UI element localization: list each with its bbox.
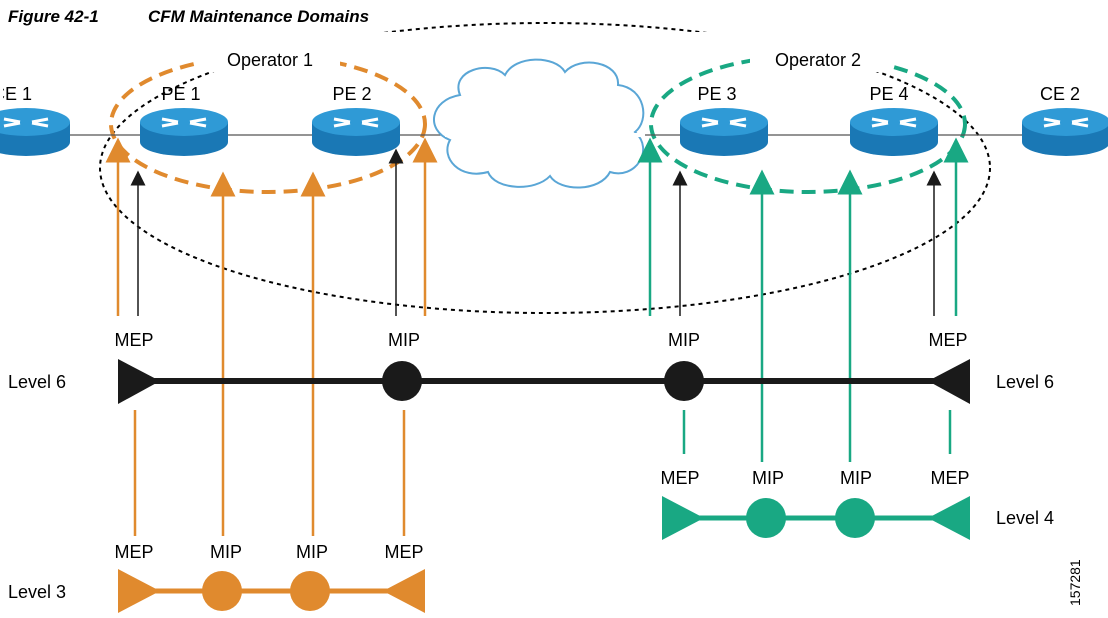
router-pe3 <box>680 108 768 156</box>
level3-mep-left <box>118 569 160 613</box>
router-pe2-arrows-icon <box>333 117 379 128</box>
router-pe4-top <box>850 108 938 136</box>
level4-mep-left <box>662 496 704 540</box>
cloud-link-mask <box>445 133 645 137</box>
level3-mep-right <box>383 569 425 613</box>
top-clip <box>0 32 1108 58</box>
level4-point-label-2: MIP <box>752 468 784 488</box>
level6-point-label-4: MEP <box>928 330 967 350</box>
service-provider-cloud <box>433 58 645 189</box>
device-label-ce2: CE 2 <box>1040 84 1080 104</box>
figure-id-code: 157281 <box>1067 559 1083 606</box>
level6-mep-right <box>928 359 970 404</box>
level3-point-label-1: MEP <box>114 542 153 562</box>
level3-point-label-2: MIP <box>210 542 242 562</box>
router-pe3-top <box>680 108 768 136</box>
level6-point-label-3: MIP <box>668 330 700 350</box>
level6-label-right: Level 6 <box>996 372 1054 392</box>
level4-label: Level 4 <box>996 508 1054 528</box>
router-pe1-top <box>140 108 228 136</box>
device-label-pe1: PE 1 <box>161 84 200 104</box>
router-ce2-top <box>1022 108 1108 136</box>
device-label-pe4: PE 4 <box>869 84 908 104</box>
level4-point-label-1: MEP <box>660 468 699 488</box>
router-pe1-arrows-icon <box>161 117 207 128</box>
level3-mip-2 <box>290 571 330 611</box>
level4-mep-right <box>928 496 970 540</box>
level6-mep-left <box>118 359 160 404</box>
router-pe4-arrows-icon <box>871 117 917 128</box>
level3-label: Level 3 <box>8 582 66 602</box>
router-pe2 <box>312 108 400 156</box>
left-edge-clip <box>0 80 3 110</box>
level6-mip-2 <box>664 361 704 401</box>
device-label-pe2: PE 2 <box>332 84 371 104</box>
level4-point-label-3: MIP <box>840 468 872 488</box>
level6-point-label-1: MEP <box>114 330 153 350</box>
router-pe3-arrows-icon <box>701 117 747 128</box>
device-label-ce1: CE 1 <box>0 84 32 104</box>
router-pe4 <box>850 108 938 156</box>
level3-point-label-3: MIP <box>296 542 328 562</box>
level4-point-label-4: MEP <box>930 468 969 488</box>
level4-mip-1 <box>746 498 786 538</box>
level4-mip-2 <box>835 498 875 538</box>
customer-maintenance-domain <box>99 22 991 314</box>
level3-mip-1 <box>202 571 242 611</box>
operator-1-label: Operator 1 <box>227 50 313 70</box>
level6-label-left: Level 6 <box>8 372 66 392</box>
router-pe2-top <box>312 108 400 136</box>
figure-caption: CFM Maintenance Domains <box>148 7 369 26</box>
router-ce2-arrows-icon <box>1043 117 1089 128</box>
level6-mip-1 <box>382 361 422 401</box>
level6-point-label-2: MIP <box>388 330 420 350</box>
level3-point-label-4: MEP <box>384 542 423 562</box>
device-label-pe3: PE 3 <box>697 84 736 104</box>
operator-2-label: Operator 2 <box>775 50 861 70</box>
router-ce1-arrows-icon <box>3 117 49 128</box>
router-ce1 <box>0 108 70 156</box>
figure-number: Figure 42-1 <box>8 7 99 26</box>
router-pe1 <box>140 108 228 156</box>
router-ce2 <box>1022 108 1108 156</box>
